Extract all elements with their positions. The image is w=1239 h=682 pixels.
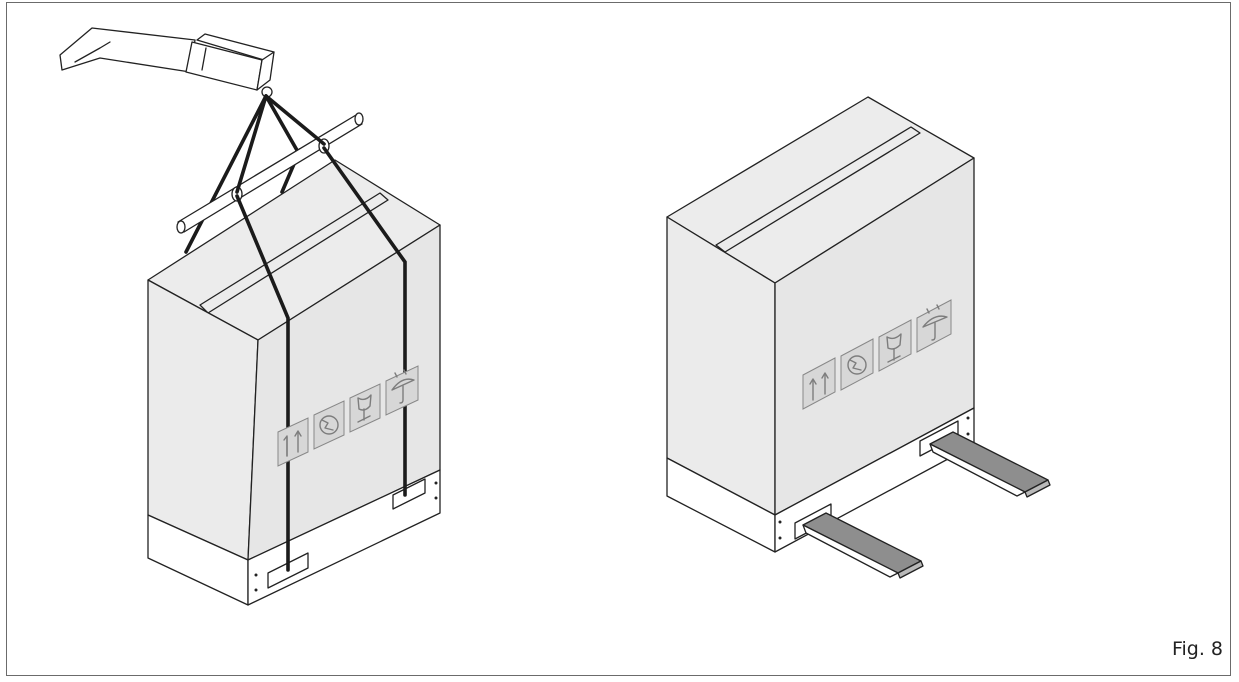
crane-lift-scene <box>59 27 441 606</box>
this-way-up-icon <box>802 357 836 410</box>
fragile-icon <box>313 400 345 450</box>
crane-arm <box>59 27 275 98</box>
forklift-lift-scene <box>666 96 1051 579</box>
keep-dry-icon <box>349 383 381 433</box>
forklift-fork-left <box>802 512 924 579</box>
umbrella-icon <box>916 299 952 353</box>
umbrella-icon <box>385 365 419 416</box>
left-handling-symbols <box>277 365 419 467</box>
right-handling-symbols <box>802 299 952 410</box>
keep-dry-icon <box>878 319 912 372</box>
this-way-up-icon <box>277 417 309 467</box>
forklift-fork-right <box>929 431 1051 498</box>
figure-label: Fig. 8 <box>1171 638 1223 660</box>
fragile-icon <box>840 338 874 391</box>
